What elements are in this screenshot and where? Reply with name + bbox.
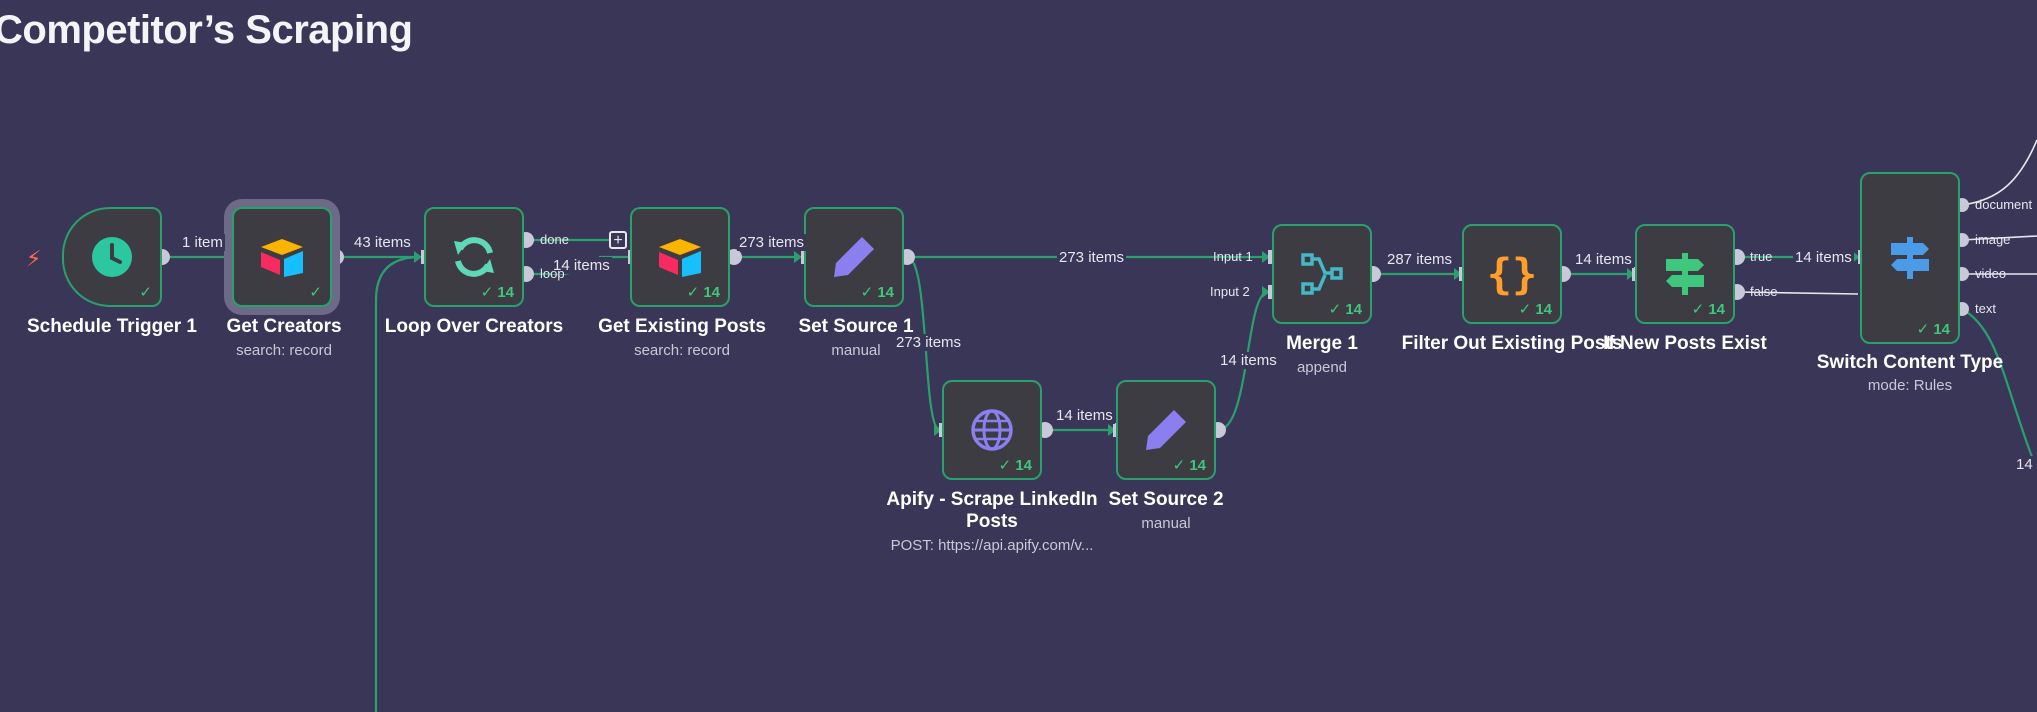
success-count: ✓ 14 (1518, 301, 1552, 318)
success-count: ✓ 14 (1691, 301, 1725, 318)
code-braces-icon: {} (1486, 249, 1538, 299)
node-label: Set Source 1 (798, 316, 914, 337)
edge-label: 273 items (1057, 249, 1127, 266)
port-label-false: false (1750, 284, 1778, 299)
node-subtitle: POST: https://api.apify.com/v... (890, 537, 1094, 554)
edge-label: 14 items (1793, 249, 1854, 266)
node-if-new-posts[interactable]: ✓ 14 (1635, 224, 1735, 324)
success-count: ✓ 14 (860, 284, 894, 301)
node-subtitle: manual (1141, 515, 1191, 532)
edge-label: 273 items (737, 234, 807, 251)
edge-label: 14 items (1054, 407, 1115, 424)
port-label-input2: Input 2 (1210, 284, 1250, 299)
node-label: Loop Over Creators (384, 316, 564, 337)
clock-icon (92, 237, 132, 277)
node-set-source-2[interactable]: ✓ 14 (1116, 380, 1216, 480)
merge-icon (1301, 253, 1343, 295)
port-label-image: image (1975, 232, 2011, 247)
edge-label: 14 items (1218, 352, 1279, 369)
success-count: ✓ 14 (1172, 457, 1206, 474)
node-subtitle: mode: Rules (1867, 377, 1953, 394)
port-label-true: true (1750, 249, 1773, 264)
node-subtitle: append (1296, 359, 1348, 376)
node-label: Switch Content Type (1816, 352, 2004, 373)
success-count: ✓ 14 (1916, 321, 1950, 338)
pencil-icon (1146, 410, 1186, 450)
port-label-loop: loop (540, 266, 565, 281)
node-set-source-1[interactable]: ✓ 14 (804, 207, 904, 307)
node-label: Apify - Scrape LinkedIn Posts (886, 489, 1098, 532)
success-count: ✓ 14 (998, 457, 1032, 474)
globe-icon (971, 409, 1013, 451)
node-get-creators[interactable]: ✓ (232, 207, 332, 307)
node-apify-scrape[interactable]: ✓ 14 (942, 380, 1042, 480)
trigger-bolt-icon: ⚡ (26, 246, 42, 271)
node-switch-content-type[interactable]: ✓ 14 (1860, 172, 1960, 344)
success-count: ✓ 14 (480, 284, 514, 301)
port-label-input1: Input 1 (1213, 249, 1253, 264)
workflow-title: Competitor’s Scraping (0, 8, 413, 52)
edge-label: 14 items (551, 257, 612, 274)
edge-label: 14 items (1573, 251, 1634, 268)
signpost-icon (1891, 237, 1929, 279)
edge-label: 1 item (180, 234, 225, 251)
node-loop-over-creators[interactable]: ✓ 14 (424, 207, 524, 307)
node-label: If New Posts Exist (1603, 333, 1767, 354)
edge-label: 287 items (1385, 251, 1455, 268)
success-check: ✓ (309, 284, 322, 301)
node-merge-1[interactable]: ✓ 14 (1272, 224, 1372, 324)
success-check: ✓ (139, 284, 152, 301)
edge-label: 273 items (894, 334, 964, 351)
port-label-video: video (1975, 266, 2007, 281)
signpost-icon (1666, 253, 1704, 295)
port-label-done: done (540, 232, 569, 247)
success-count: ✓ 14 (1328, 301, 1362, 318)
edge-label: 43 items (352, 234, 413, 251)
add-node-plus-icon[interactable]: + (609, 231, 627, 249)
refresh-loop-icon (454, 237, 494, 277)
node-label: Get Creators (226, 316, 342, 337)
success-count: ✓ 14 (686, 284, 720, 301)
node-schedule-trigger[interactable]: ✓ (62, 207, 162, 307)
node-label: Merge 1 (1286, 333, 1358, 354)
node-subtitle: search: record (236, 342, 332, 359)
airtable-icon (261, 239, 303, 277)
airtable-icon (659, 239, 701, 277)
node-get-existing-posts[interactable]: ✓ 14 (630, 207, 730, 307)
node-label: Filter Out Existing Posts (1401, 333, 1623, 354)
pencil-icon (834, 237, 874, 277)
node-label: Schedule Trigger 1 (27, 316, 197, 337)
node-subtitle: manual (831, 342, 881, 359)
node-subtitle: search: record (634, 342, 730, 359)
edge-label: 14 i (2014, 456, 2037, 473)
port-label-text: text (1975, 301, 1996, 316)
node-label: Set Source 2 (1108, 489, 1224, 510)
node-label: Get Existing Posts (598, 316, 766, 337)
port-label-document: document (1975, 197, 2033, 212)
node-filter-existing-posts[interactable]: {} ✓ 14 (1462, 224, 1562, 324)
